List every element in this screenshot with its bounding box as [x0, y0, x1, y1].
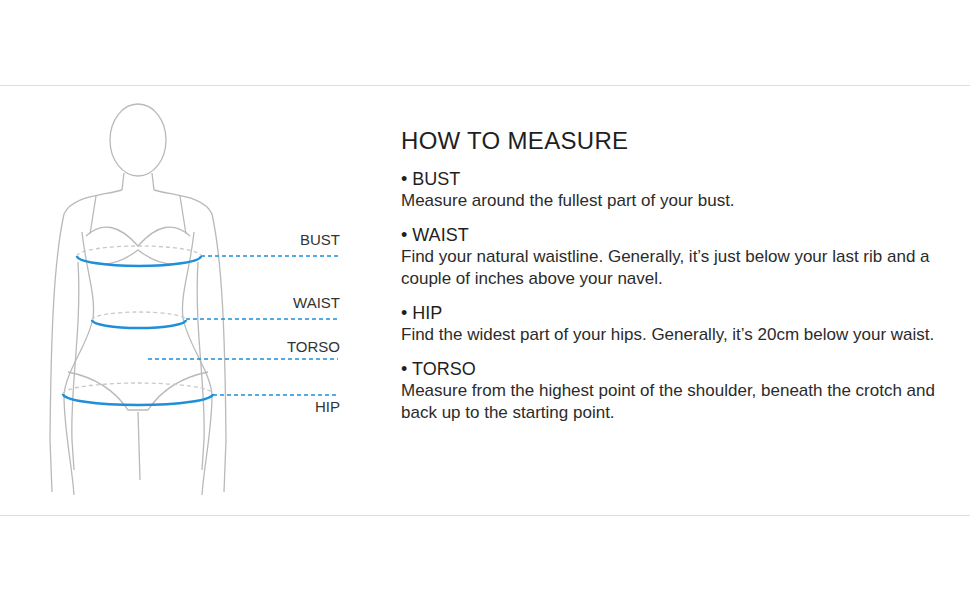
- measure-label: HIP: [315, 398, 340, 415]
- measure-rings: [63, 246, 213, 405]
- measure-label: TORSO: [287, 338, 340, 355]
- section-text: Find the widest part of your hips. Gener…: [401, 324, 936, 346]
- measure-label: BUST: [300, 231, 340, 248]
- body-outline: [50, 104, 226, 495]
- section-heading: • WAIST: [401, 225, 936, 246]
- divider-line: [0, 85, 970, 86]
- section-heading: • HIP: [401, 303, 936, 324]
- section-text: Find your natural waistline. Generally, …: [401, 246, 936, 290]
- instructions-column: HOW TO MEASURE • BUSTMeasure around the f…: [401, 127, 936, 424]
- section-heading: • BUST: [401, 169, 936, 190]
- section-text: Measure around the fullest part of your …: [401, 190, 936, 212]
- heading: HOW TO MEASURE: [401, 127, 936, 155]
- section-text: Measure from the highest point of the sh…: [401, 380, 936, 424]
- measure-label: WAIST: [293, 294, 340, 311]
- divider-line: [0, 515, 970, 516]
- leader-lines: [148, 256, 338, 395]
- section-heading: • TORSO: [401, 359, 936, 380]
